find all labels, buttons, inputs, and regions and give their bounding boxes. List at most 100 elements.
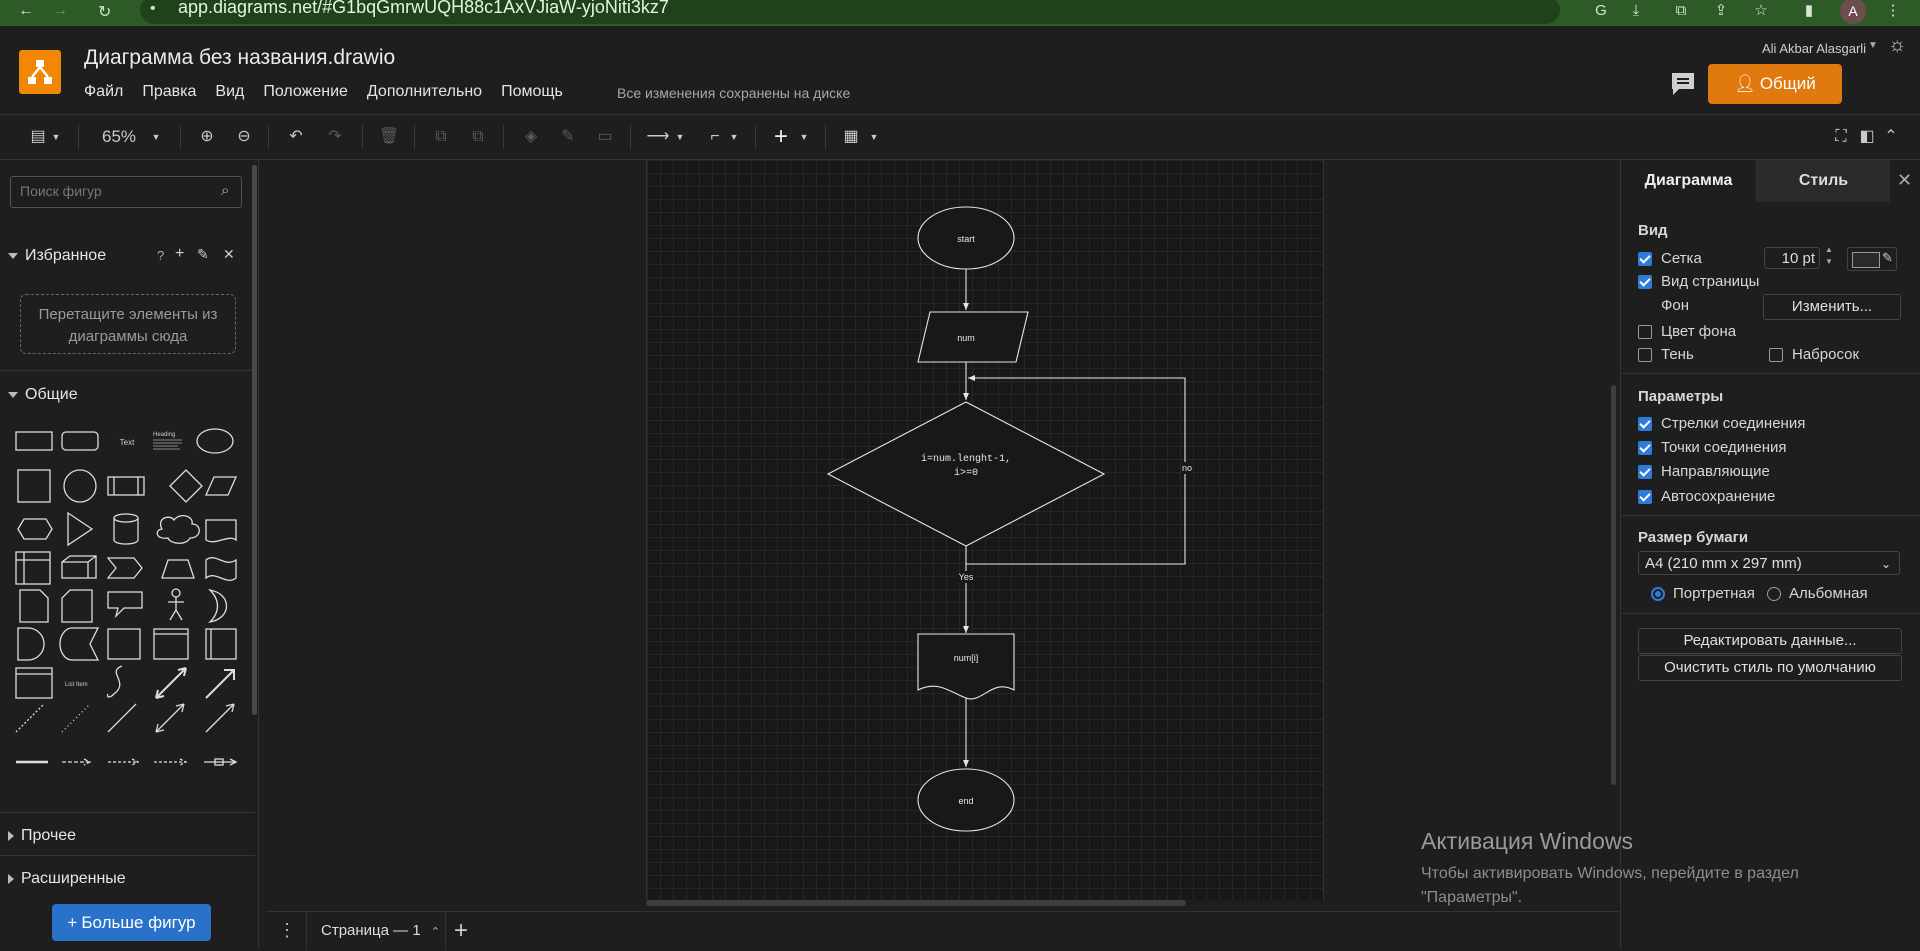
menu-arrange[interactable]: Положение xyxy=(263,83,348,100)
format-panel-icon[interactable]: ▤ xyxy=(30,128,46,145)
checkbox-unchecked[interactable] xyxy=(1638,324,1652,339)
to-back-icon[interactable]: ⧉ xyxy=(472,128,484,145)
browser-menu-icon[interactable]: ⋮ xyxy=(1885,2,1901,19)
table-dropdown-icon[interactable]: ▼ xyxy=(869,132,879,142)
redo-icon[interactable]: ↷ xyxy=(328,128,342,145)
clear-default-style-button[interactable]: Очистить стиль по умолчанию xyxy=(1638,655,1902,681)
flowchart[interactable]: start num num[i] end i=num.lenght-1, i>=… xyxy=(647,160,1323,900)
menu-extras[interactable]: Дополнительно xyxy=(366,83,483,100)
canvas-horizontal-scrollbar[interactable] xyxy=(646,900,1186,906)
zoom-level[interactable]: 65% xyxy=(101,127,137,146)
user-name[interactable]: Ali Akbar Alasgarli xyxy=(1762,41,1867,56)
checkbox-checked[interactable] xyxy=(1638,489,1652,504)
connection-points-checkbox[interactable]: Точки соединения xyxy=(1638,439,1787,456)
pages-menu-icon[interactable]: ⋮ xyxy=(278,920,296,940)
end-node[interactable] xyxy=(917,768,1015,832)
close-icon[interactable]: ✕ xyxy=(223,246,235,262)
background-color-checkbox[interactable]: Цвет фона xyxy=(1638,323,1736,340)
checkbox-checked[interactable] xyxy=(1638,274,1652,289)
tab-diagram[interactable]: Диаграмма xyxy=(1644,172,1733,189)
favorites-section-header[interactable]: Избранное xyxy=(8,247,106,265)
waypoints-dropdown-icon[interactable]: ▼ xyxy=(729,132,739,142)
undo-icon[interactable]: ↶ xyxy=(289,128,303,145)
site-info-icon[interactable]: • xyxy=(150,0,156,17)
insert-plus-icon[interactable]: + xyxy=(773,123,788,150)
menu-file[interactable]: Файл xyxy=(84,83,124,100)
connection-dropdown-icon[interactable]: ▼ xyxy=(675,132,685,142)
general-section-header[interactable]: Общие xyxy=(8,386,78,404)
drawio-logo[interactable] xyxy=(19,50,61,94)
theme-sun-icon[interactable]: ☼ xyxy=(1888,34,1907,56)
change-background-button[interactable]: Изменить... xyxy=(1763,294,1901,320)
reload-icon[interactable]: ↻ xyxy=(98,4,112,21)
output-node[interactable] xyxy=(917,633,1015,700)
shadow-checkbox[interactable]: Тень xyxy=(1638,346,1694,363)
comments-icon[interactable] xyxy=(1669,71,1697,97)
spinner-icon[interactable]: ▲▼ xyxy=(1825,245,1833,266)
collapse-icon[interactable]: ⌃ xyxy=(1884,128,1898,145)
add-page-icon[interactable]: + xyxy=(454,917,469,944)
favorites-drop-zone[interactable]: Перетащите элементы из диаграммы сюда xyxy=(20,294,236,354)
search-input[interactable] xyxy=(18,182,212,200)
paper-size-select[interactable]: A4 (210 mm x 297 mm) ⌄ xyxy=(1638,551,1900,575)
save-status[interactable]: Все изменения сохранены на диске xyxy=(617,85,851,101)
chevron-down-icon[interactable]: ▼ xyxy=(51,132,61,142)
connection-arrows-checkbox[interactable]: Стрелки соединения xyxy=(1638,415,1805,432)
install-icon[interactable]: ⤓ xyxy=(1632,2,1640,19)
search-icon[interactable]: ⌕ xyxy=(221,182,230,199)
checkbox-unchecked[interactable] xyxy=(1638,347,1652,362)
checkbox-checked[interactable] xyxy=(1638,251,1652,266)
tab-style[interactable]: Стиль xyxy=(1756,160,1890,202)
translate-icon[interactable]: ⧉ xyxy=(1675,2,1687,19)
menu-help[interactable]: Помощь xyxy=(501,83,563,100)
close-panel-icon[interactable]: ✕ xyxy=(1897,170,1913,190)
checkbox-unchecked[interactable] xyxy=(1769,347,1783,362)
google-icon[interactable]: G xyxy=(1595,2,1607,19)
shadow-icon[interactable]: ▭ xyxy=(597,128,613,145)
share-button[interactable]: 👤︎Общий доступ xyxy=(1708,64,1842,133)
page-view-checkbox[interactable]: Вид страницы xyxy=(1638,273,1759,290)
browser-avatar[interactable]: A xyxy=(1840,0,1866,24)
delete-icon[interactable]: 🗑︎ xyxy=(378,128,400,145)
fullscreen-icon[interactable]: ⛶ xyxy=(1835,128,1847,145)
sketch-checkbox[interactable]: Набросок xyxy=(1769,346,1859,363)
help-icon[interactable]: ? xyxy=(157,248,165,263)
chevron-up-icon[interactable]: ⌃ xyxy=(430,926,441,938)
advanced-section-header[interactable]: Расширенные xyxy=(8,870,126,888)
other-section-header[interactable]: Прочее xyxy=(8,827,76,845)
to-front-icon[interactable]: ⧉ xyxy=(435,128,447,145)
guides-checkbox[interactable]: Направляющие xyxy=(1638,463,1770,480)
url-text[interactable]: app.diagrams.net/#G1bqGmrwUQH88c1AxVJiaW… xyxy=(178,0,669,17)
diagram-canvas[interactable]: start num num[i] end i=num.lenght-1, i>=… xyxy=(266,160,1619,910)
search-box[interactable]: ⌕ xyxy=(10,176,242,208)
autosave-checkbox[interactable]: Автосохранение xyxy=(1638,488,1775,505)
line-color-icon[interactable]: ✎ xyxy=(561,128,575,145)
input-node[interactable] xyxy=(917,311,1029,363)
eyedropper-icon[interactable]: ✎ xyxy=(1882,250,1893,265)
left-panel-scrollbar[interactable] xyxy=(252,165,257,715)
bookmark-star-icon[interactable]: ☆ xyxy=(1754,2,1768,19)
edit-pencil-icon[interactable]: ✎ xyxy=(197,246,209,262)
decision-node[interactable] xyxy=(826,401,1106,547)
grid-checkbox[interactable]: Сетка xyxy=(1638,250,1702,267)
canvas-vertical-scrollbar[interactable] xyxy=(1611,385,1616,785)
checkbox-checked[interactable] xyxy=(1638,440,1652,455)
zoom-in-icon[interactable]: ⊕ xyxy=(200,128,214,145)
zoom-out-icon[interactable]: ⊖ xyxy=(237,128,251,145)
grid-color-picker[interactable]: ✎ xyxy=(1847,247,1897,271)
toggle-format-panel-icon[interactable]: ◧ xyxy=(1859,128,1875,145)
menu-edit[interactable]: Правка xyxy=(142,83,197,100)
more-shapes-button[interactable]: +Больше фигур xyxy=(52,904,211,941)
forward-icon[interactable]: → xyxy=(52,2,68,19)
fill-color-icon[interactable]: ◈ xyxy=(524,128,538,145)
document-title[interactable]: Диаграмма без названия.drawio xyxy=(84,46,396,69)
table-icon[interactable]: ▦ xyxy=(843,128,859,145)
shape-palette[interactable]: Text Heading List Item xyxy=(10,422,244,782)
checkbox-checked[interactable] xyxy=(1638,416,1652,431)
connection-arrow-icon[interactable]: ⟶ xyxy=(646,128,670,145)
portrait-radio[interactable]: Портретная xyxy=(1651,585,1755,602)
grid-size-input[interactable]: 10 pt xyxy=(1764,247,1820,269)
checkbox-checked[interactable] xyxy=(1638,464,1652,479)
radio-selected[interactable] xyxy=(1651,586,1665,601)
user-menu-chevron-icon[interactable]: ▼ xyxy=(1868,40,1878,51)
